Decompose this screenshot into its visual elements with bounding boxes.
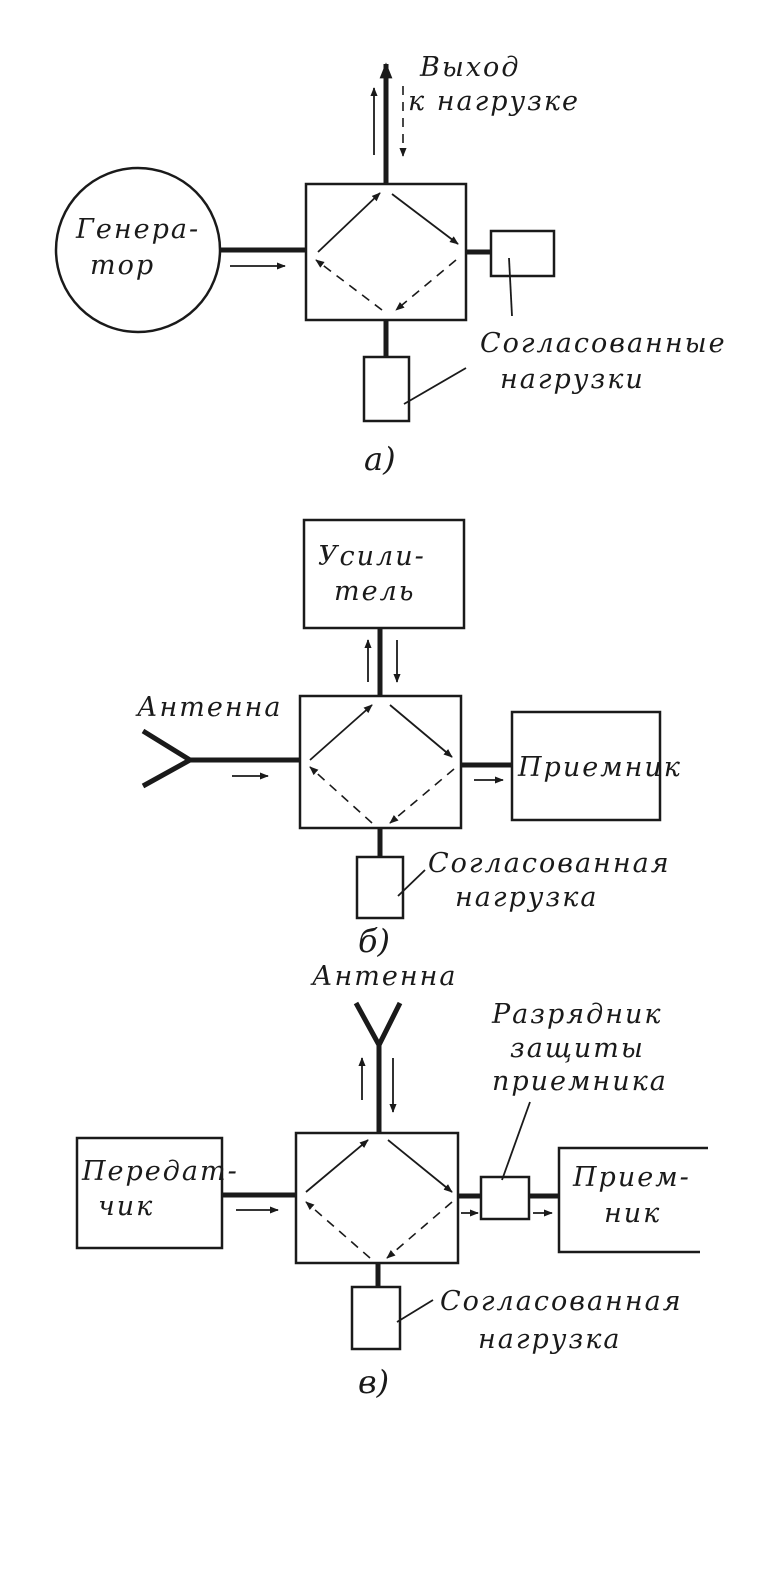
leader-c xyxy=(396,1299,434,1323)
receiver-b-label: Приемник xyxy=(517,752,682,783)
generator-label-1: Генера- xyxy=(75,214,200,245)
circulator-b xyxy=(298,694,463,830)
receiver-c-box xyxy=(557,1146,708,1254)
diagram-a: Генера- тор Выход к нагрузке Согласованн… xyxy=(54,52,727,478)
leader-right xyxy=(508,257,513,317)
diagram-c: Антенна Разрядник защиты приемника Перед… xyxy=(75,961,708,1401)
antenna-c-icon xyxy=(353,1001,403,1051)
leader-bottom xyxy=(403,367,467,405)
matched-load-b-label-2: нагрузка xyxy=(455,882,598,913)
antenna-c-label: Антенна xyxy=(310,961,457,992)
circ-c-arrow-3 xyxy=(386,1201,453,1259)
circ-b-arrow-4 xyxy=(309,766,373,824)
spark-gap-box xyxy=(479,1175,531,1221)
caption-b: б) xyxy=(358,922,390,960)
generator-label-2: тор xyxy=(90,250,155,281)
circ-a-arrow-3 xyxy=(395,259,457,311)
circ-a-arrow-4 xyxy=(315,259,383,311)
circulator-a xyxy=(304,182,468,322)
diagram-b: Усили- тель Антенна Приемник Согласованн… xyxy=(135,518,682,960)
circ-c-arrow-2 xyxy=(387,1139,453,1193)
matched-load-bottom xyxy=(362,355,411,423)
output-label-2: к нагрузке xyxy=(408,86,580,117)
receiver-c-label-1: Прием- xyxy=(572,1162,691,1193)
matched-loads-label-1: Согласованные xyxy=(480,328,727,359)
leader-protection xyxy=(501,1101,531,1181)
receiver-c-label-2: ник xyxy=(604,1198,661,1229)
output-label-1: Выход xyxy=(419,52,520,83)
protection-label-1: Разрядник xyxy=(491,999,663,1030)
amplifier-label-1: Усили- xyxy=(318,541,426,572)
receiver-b-box xyxy=(510,710,662,822)
leader-b xyxy=(397,869,426,897)
matched-load-right xyxy=(489,229,556,278)
caption-a: а) xyxy=(364,440,396,478)
circ-b-arrow-3 xyxy=(389,768,455,824)
transmitter-label-2: чик xyxy=(98,1191,154,1222)
matched-load-c xyxy=(350,1285,402,1351)
antenna-b-icon xyxy=(141,728,195,789)
amplifier-label-2: тель xyxy=(334,576,415,607)
protection-label-2: защиты xyxy=(510,1033,645,1064)
protection-label-3: приемника xyxy=(492,1066,668,1097)
circ-b-arrow-2 xyxy=(389,704,453,758)
circ-a-arrow-1 xyxy=(317,192,381,253)
circ-b-arrow-1 xyxy=(309,704,373,761)
circ-a-arrow-2 xyxy=(391,193,459,245)
amplifier-box xyxy=(302,518,466,630)
circ-c-arrow-4 xyxy=(305,1201,371,1259)
matched-load-c-label-2: нагрузка xyxy=(478,1324,621,1355)
caption-c: в) xyxy=(358,1363,389,1401)
circ-c-arrow-1 xyxy=(305,1139,369,1193)
transmitter-label-1: Передат- xyxy=(81,1156,239,1187)
matched-loads-label-2: нагрузки xyxy=(500,364,645,395)
matched-load-c-label-1: Согласованная xyxy=(440,1286,683,1317)
antenna-b-label: Антенна xyxy=(135,692,282,723)
matched-load-b-label-1: Согласованная xyxy=(428,848,671,879)
matched-load-b xyxy=(355,855,405,920)
circulator-c xyxy=(294,1131,460,1265)
